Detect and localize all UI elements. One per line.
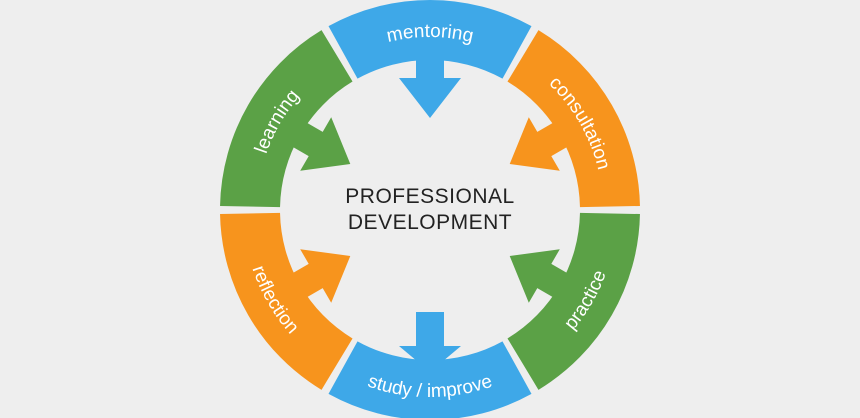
segment-learning	[220, 30, 353, 208]
arrow-consultation-icon	[509, 117, 569, 171]
arrow-learning-icon	[291, 117, 351, 171]
arrow-practice-icon	[509, 249, 569, 303]
arrow-mentoring-icon	[399, 58, 461, 118]
segment-reflection	[220, 212, 353, 390]
arrow-study-improve-icon	[399, 312, 461, 372]
segment-study-improve	[328, 341, 532, 418]
arrows-layer	[291, 58, 569, 372]
center-title-line1: PROFESSIONAL	[345, 185, 514, 208]
segment-mentoring	[328, 0, 532, 79]
center-title-line2: DEVELOPMENT	[348, 211, 512, 234]
segment-practice	[507, 212, 640, 390]
segment-consultation	[507, 30, 640, 208]
arrow-reflection-icon	[291, 249, 351, 303]
segments-layer	[220, 0, 640, 418]
